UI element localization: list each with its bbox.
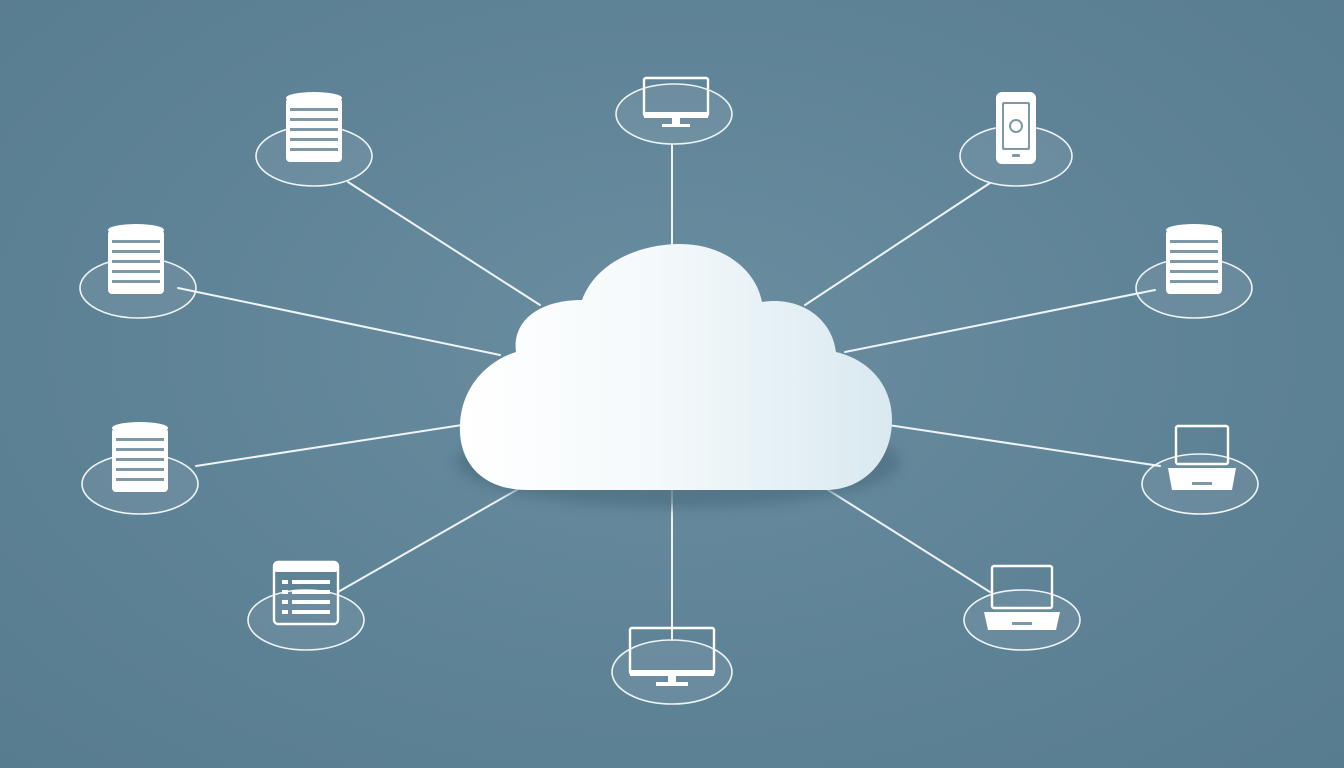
edge-phone-top-right xyxy=(804,182,991,306)
monitor-icon xyxy=(628,626,716,686)
database-icon xyxy=(112,422,168,492)
edge-database-upper-left xyxy=(177,287,501,356)
connector-lines xyxy=(177,144,1161,641)
cloud-hub xyxy=(456,244,900,508)
edge-laptop-bottom-right xyxy=(824,487,991,593)
node-monitor-bottom xyxy=(611,626,733,705)
edge-database-top-left xyxy=(347,181,541,306)
node-database-upper-left xyxy=(79,224,197,319)
node-database-right xyxy=(1135,224,1253,319)
node-phone-top-right xyxy=(959,92,1073,187)
database-icon xyxy=(286,92,342,162)
edge-database-right xyxy=(844,289,1156,353)
laptop-icon xyxy=(1168,424,1236,490)
monitor-icon xyxy=(642,76,710,127)
node-database-lower-left xyxy=(81,422,199,515)
node-laptop-right xyxy=(1141,424,1259,515)
node-monitor-top xyxy=(615,76,733,145)
edge-database-lower-left xyxy=(195,424,463,467)
edge-document-bottom-left xyxy=(337,487,521,593)
edge-laptop-right xyxy=(887,424,1161,467)
platform xyxy=(247,589,365,651)
node-document-bottom-left xyxy=(247,560,365,651)
database-icon xyxy=(108,224,164,294)
database-icon xyxy=(1166,224,1222,294)
cloud-icon xyxy=(459,244,892,490)
node-database-top-left xyxy=(255,92,373,187)
document-list-icon xyxy=(272,560,340,626)
laptop-icon xyxy=(984,564,1060,630)
node-laptop-bottom-right xyxy=(963,564,1081,651)
smartphone-icon xyxy=(996,92,1036,164)
